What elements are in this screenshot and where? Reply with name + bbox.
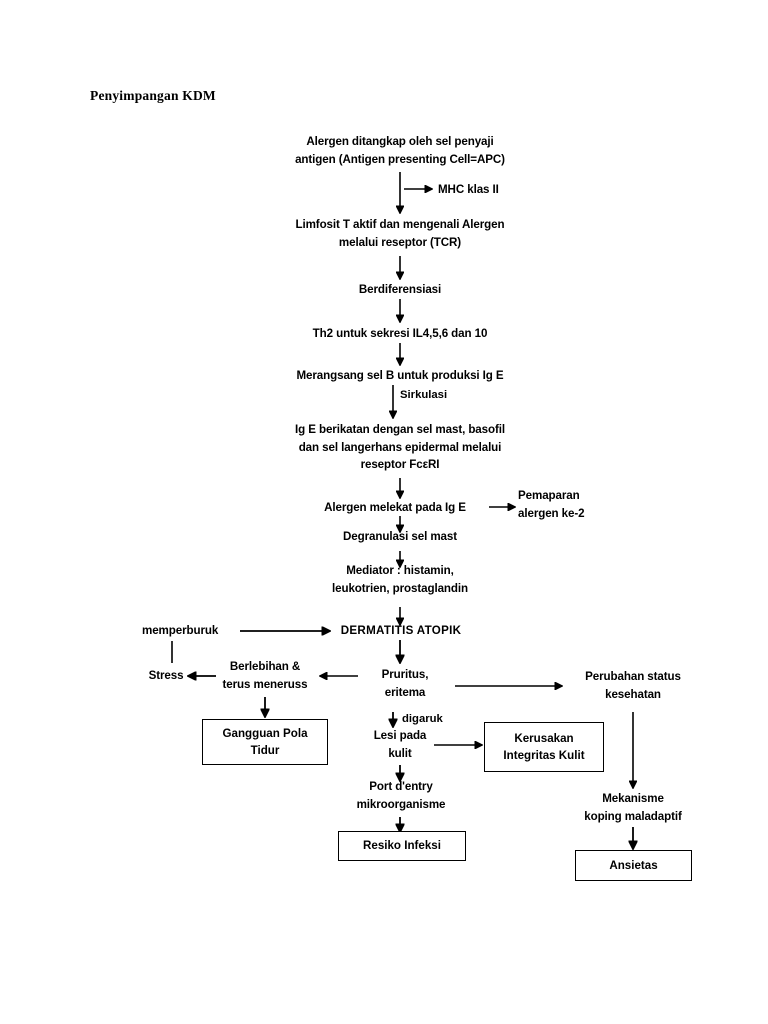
node-perubahan-status-kesehatan: Perubahan status kesehatan xyxy=(585,670,681,701)
node-memperburuk: memperburuk xyxy=(142,624,219,637)
node-mediators: Mediator : histamin, leukotrien, prostag… xyxy=(332,564,468,595)
node-lymphocyte-activation: Limfosit T aktif dan mengenali Alergen m… xyxy=(295,218,505,249)
node-second-exposure: Pemaparan alergen ke-2 xyxy=(518,489,585,520)
node-ige-binding: Ig E berikatan dengan sel mast, basofil … xyxy=(294,423,505,471)
box-gangguan-pola-tidur: Gangguan Pola Tidur xyxy=(202,719,328,765)
node-mhc-class-2: MHC klas II xyxy=(438,183,499,196)
node-port-entry: Port d'entry mikroorganisme xyxy=(356,780,446,811)
node-allergen-attach: Alergen melekat pada Ig E xyxy=(324,501,466,514)
node-pruritus-eritema: Pruritus, eritema xyxy=(381,668,429,699)
node-mast-degranulation: Degranulasi sel mast xyxy=(343,530,457,543)
node-berlebihan-terus-menerus: Berlebihan & terus meneruss xyxy=(222,660,308,691)
label-digaruk: digaruk xyxy=(402,713,443,725)
node-stress: Stress xyxy=(148,669,184,682)
box-kerusakan-integritas-kulit: Kerusakan Integritas Kulit xyxy=(484,722,604,772)
node-allergen-capture: Alergen ditangkap oleh sel penyaji antig… xyxy=(295,135,505,166)
node-lesi-kulit: Lesi pada kulit xyxy=(373,729,427,760)
box-ansietas: Ansietas xyxy=(575,850,692,881)
label-sirkulasi: Sirkulasi xyxy=(400,389,448,401)
page-title: Penyimpangan KDM xyxy=(90,88,216,103)
box-resiko-infeksi: Resiko Infeksi xyxy=(338,831,466,861)
node-stimulate-b-cell: Merangsang sel B untuk produksi Ig E xyxy=(296,369,504,382)
node-differentiation: Berdiferensiasi xyxy=(358,283,442,296)
node-dermatitis-atopik: DERMATITIS ATOPIK xyxy=(340,624,462,637)
node-th2-secretion: Th2 untuk sekresi IL4,5,6 dan 10 xyxy=(312,327,488,340)
node-mekanisme-koping: Mekanisme koping maladaptif xyxy=(584,792,682,823)
